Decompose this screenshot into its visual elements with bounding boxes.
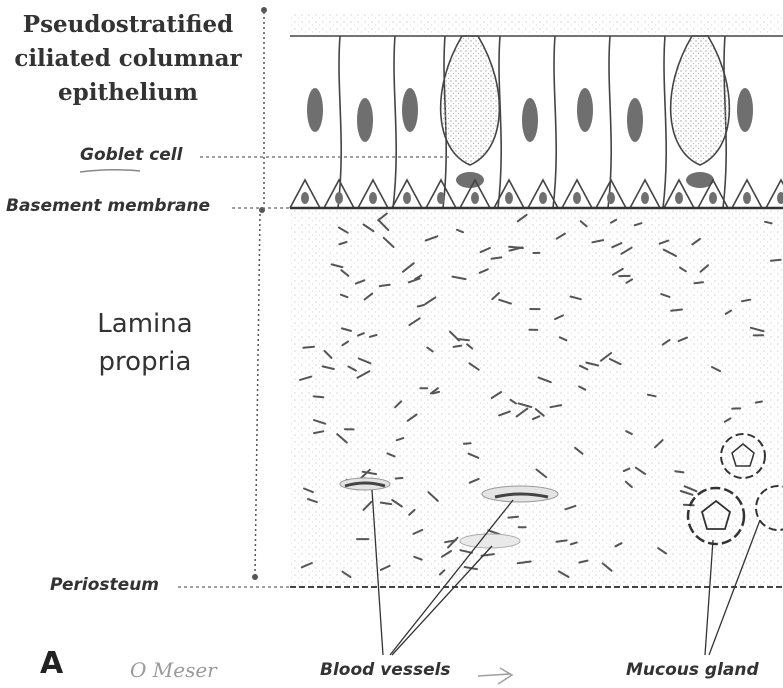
fiber [454,346,462,347]
basal-nucleus [471,192,479,204]
basal-nucleus [539,192,547,204]
goblet-cell [441,36,500,165]
basal-nucleus [369,192,377,204]
epithelium-label: Pseudostratified ciliated columnar epith… [8,8,248,110]
goblet-underline [80,170,140,172]
basal-nucleus [709,192,717,204]
lamina-propria-label: Lamina propria [60,305,230,381]
fiber [694,282,703,283]
goblet-cell [671,36,730,165]
fiber [675,471,683,472]
goblet-nucleus [456,172,484,188]
layer-brackets [255,12,264,575]
fiber [380,285,390,286]
lamina-propria-line-1: Lamina [60,305,230,343]
handwritten-arrow [478,668,512,684]
epithelium-label-line-1: Pseudostratified [8,8,248,42]
fiber [303,347,314,348]
fiber [396,478,403,479]
cell-nucleus [357,98,373,142]
epithelium-label-line-2: ciliated columnar [8,42,248,76]
fiber [771,260,781,261]
basal-nucleus [641,192,649,204]
lamina-propria-region [290,208,783,588]
panel-letter: A [40,646,63,681]
fiber [459,339,469,340]
basal-nucleus [743,192,751,204]
periosteum-label: Periosteum [50,575,159,595]
basal-nucleus [437,192,445,204]
basal-nucleus [675,192,683,204]
basement-membrane-label: Basement membrane [6,196,210,216]
cell-nucleus [307,88,323,132]
lamina-propria-line-2: propria [60,343,230,381]
cell-nucleus [737,88,753,132]
basal-nucleus [505,192,513,204]
fiber [557,540,567,541]
basal-nucleus [403,192,411,204]
fiber [756,402,762,403]
basal-nucleus [335,192,343,204]
cell-nucleus [627,98,643,142]
mucous-gland-label: Mucous gland [626,660,759,680]
fiber [671,310,682,311]
basal-nucleus [573,192,581,204]
basal-nucleus [607,192,615,204]
basal-nucleus [301,192,309,204]
fiber [314,396,324,397]
cell-nucleus [522,98,538,142]
basal-nucleus [777,192,783,204]
cell-border [553,36,556,208]
fiber [508,517,518,518]
blood-vessels-label: Blood vessels [320,660,451,680]
epithelium-label-line-3: epithelium [8,76,248,110]
fiber [464,443,471,444]
goblet-cell-label: Goblet cell [80,145,182,165]
handwritten-note: O Meser [130,658,217,682]
fiber [492,257,502,258]
cell-nucleus [577,88,593,132]
cell-border [393,36,396,208]
epithelium-layer [290,14,783,208]
cell-nucleus [402,88,418,132]
cell-border [663,36,666,208]
fiber [684,505,694,506]
